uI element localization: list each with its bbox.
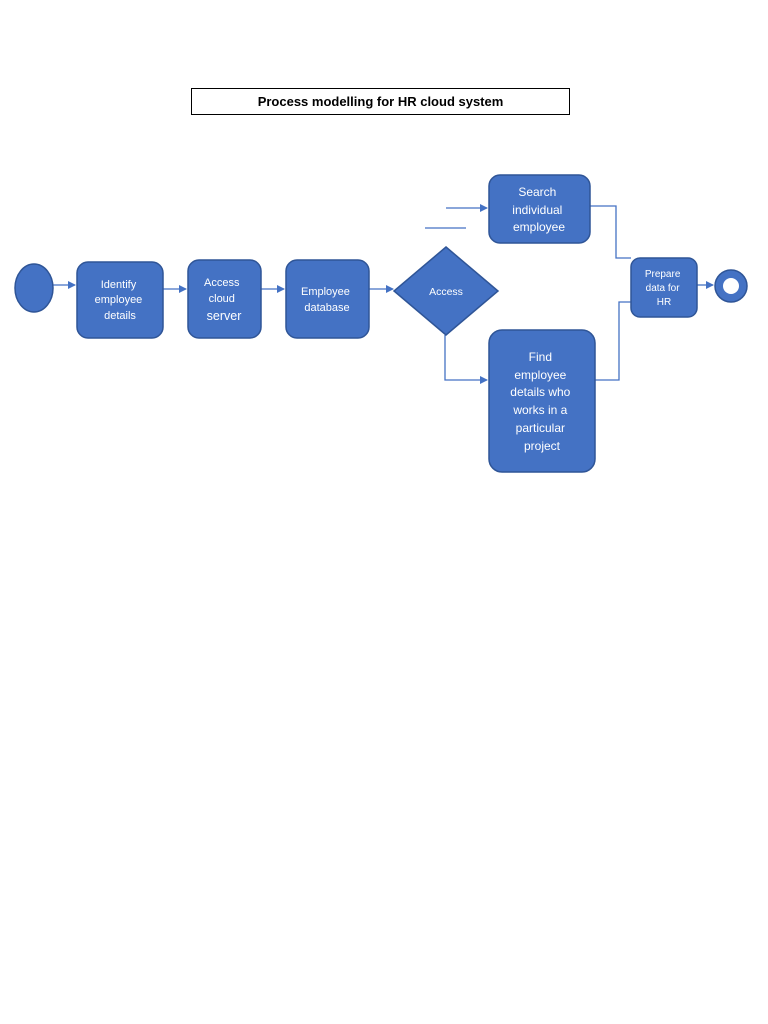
node-label-line: Access [204, 277, 240, 289]
diagram-title: Process modelling for HR cloud system [191, 88, 570, 115]
node-label-line: Identify [101, 279, 137, 291]
connector-gateway-to-find-project [444, 335, 488, 384]
node-employee-database: Employee database [285, 259, 370, 339]
svg-text:Prepare data for H: Prepare data for HR [645, 269, 683, 308]
connectors [53, 204, 714, 384]
node-label-line: server [207, 309, 242, 323]
svg-text:Employee database: Employee database [301, 286, 353, 314]
node-label-line: HR [657, 297, 671, 308]
svg-text:Search individual: Search individual employee [512, 185, 565, 234]
node-label-line: cloud [209, 293, 235, 305]
node-label-line: database [304, 302, 349, 314]
svg-text:Find employee deta: Find employee details who works in a par… [510, 350, 573, 453]
svg-text:Identify employee: Identify employee details [95, 279, 146, 322]
node-label-line: individual [512, 203, 562, 217]
node-label-line: employee [513, 220, 565, 234]
node-access-cloud-server: Access cloud server [187, 259, 262, 339]
node-prepare-data-for-hr: Prepare data for HR [630, 257, 698, 318]
node-label-line: particular [516, 421, 565, 435]
connector-find-to-prepare [595, 301, 631, 381]
svg-text:Access: Access [429, 286, 463, 298]
node-label-line: employee [514, 368, 566, 382]
gateway-access: Access [392, 246, 500, 336]
node-search-individual-employee: Search individual employee [488, 174, 591, 244]
node-label-line: details [104, 310, 136, 322]
end-event [714, 269, 748, 303]
node-label-line: Search [518, 185, 556, 199]
node-label-line: details who [510, 385, 570, 399]
node-label-line: Prepare [645, 269, 681, 280]
node-label-line: project [524, 439, 561, 453]
svg-text:Access cloud serve: Access cloud server [204, 273, 244, 323]
gateway-label: Access [429, 286, 463, 298]
node-label-line: Find [529, 350, 552, 364]
node-label-line: Employee [301, 286, 350, 298]
node-identify-employee-details: Identify employee details [76, 261, 164, 339]
node-find-employee-project: Find employee details who works in a par… [488, 329, 596, 473]
node-label-line: data for [646, 283, 681, 294]
start-event [14, 263, 54, 313]
node-label-line: employee [95, 294, 143, 306]
connector-search-to-prepare [590, 205, 631, 259]
node-label-line: works in a [512, 403, 567, 417]
